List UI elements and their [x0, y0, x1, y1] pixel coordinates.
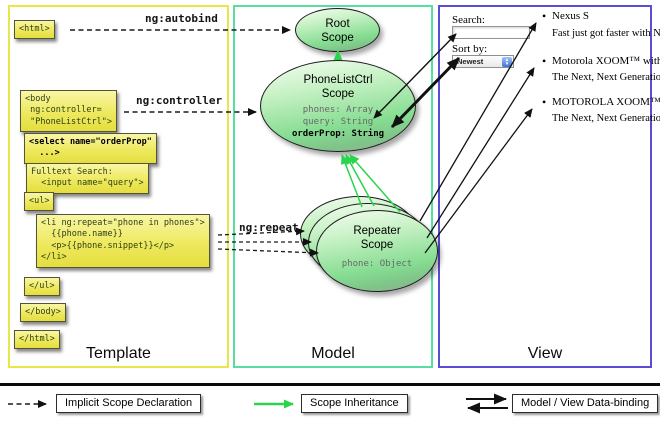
ng-repeat-label: ng:repeat: [239, 221, 299, 234]
phonelistctrl-prop-phones: phones: Array: [302, 105, 374, 116]
select-stepper-icon: ▲▼: [502, 56, 512, 67]
phone-item-desc: Fast just got faster with Nexus S.: [552, 28, 660, 39]
phone-item-name: Nexus S: [552, 10, 589, 22]
legend-scope-inheritance: Scope Inheritance: [301, 394, 408, 413]
phone-item-desc: The Next, Next Generation tablet.: [552, 113, 660, 124]
html-open-tag-box: <html>: [14, 20, 55, 40]
repeater-prop-phone: phone: Object: [341, 259, 413, 270]
ul-close-tag-box: </ul>: [24, 277, 60, 297]
phonelistctrl-prop-orderprop: orderProp: String: [291, 129, 385, 140]
repeater-scope-title: Repeater Scope: [353, 225, 401, 251]
phonelistctrl-prop-query: query: String: [302, 117, 374, 128]
phone-item-name: Motorola XOOM™ with Wi-Fi: [552, 55, 660, 67]
body-open-tag-box: <body ng:controller= "PhoneListCtrl">: [20, 90, 117, 133]
sortby-select[interactable]: Newest ▲▼: [452, 55, 514, 68]
sortby-selected-value: Newest: [457, 56, 484, 66]
phonelistctrl-scope-title: PhoneListCtrl Scope: [303, 74, 373, 100]
root-scope-ellipse: Root Scope: [295, 8, 380, 52]
search-input[interactable]: [452, 26, 530, 39]
search-label: Search:: [452, 14, 485, 26]
li-repeat-box: <li ng:repeat="phone in phones"> {{phone…: [36, 214, 210, 268]
bullet-icon: •: [542, 9, 547, 23]
ng-controller-label: ng:controller: [136, 94, 223, 107]
bullet-icon: •: [542, 54, 547, 68]
bullet-icon: •: [542, 95, 547, 109]
ul-open-tag-box: <ul>: [24, 192, 55, 212]
ng-autobind-label: ng:autobind: [145, 12, 218, 25]
root-scope-title: Root Scope: [321, 18, 354, 44]
legend-separator: [0, 383, 660, 386]
repeater-scope-ellipse-front: Repeater Scope phone: Object: [316, 210, 438, 292]
select-tag-box: <select name="orderProp" ...>: [24, 133, 157, 164]
model-column-label: Model: [311, 345, 355, 362]
template-column-label: Template: [86, 345, 151, 362]
phone-item-name: MOTOROLA XOOM™: [552, 96, 660, 108]
html-close-tag-box: </html>: [14, 330, 60, 350]
sortby-label: Sort by:: [452, 43, 488, 55]
fulltext-search-box: Fulltext Search: <input name="query">: [26, 163, 149, 194]
legend-data-binding: Model / View Data-binding: [512, 394, 659, 413]
body-close-tag-box: </body>: [20, 303, 66, 323]
phone-item-desc: The Next, Next Generation tablet.: [552, 72, 660, 83]
legend-implicit-scope: Implicit Scope Declaration: [56, 394, 202, 413]
phonelistctrl-scope-ellipse: PhoneListCtrl Scope phones: Array query:…: [260, 60, 416, 152]
view-column-label: View: [527, 345, 563, 362]
